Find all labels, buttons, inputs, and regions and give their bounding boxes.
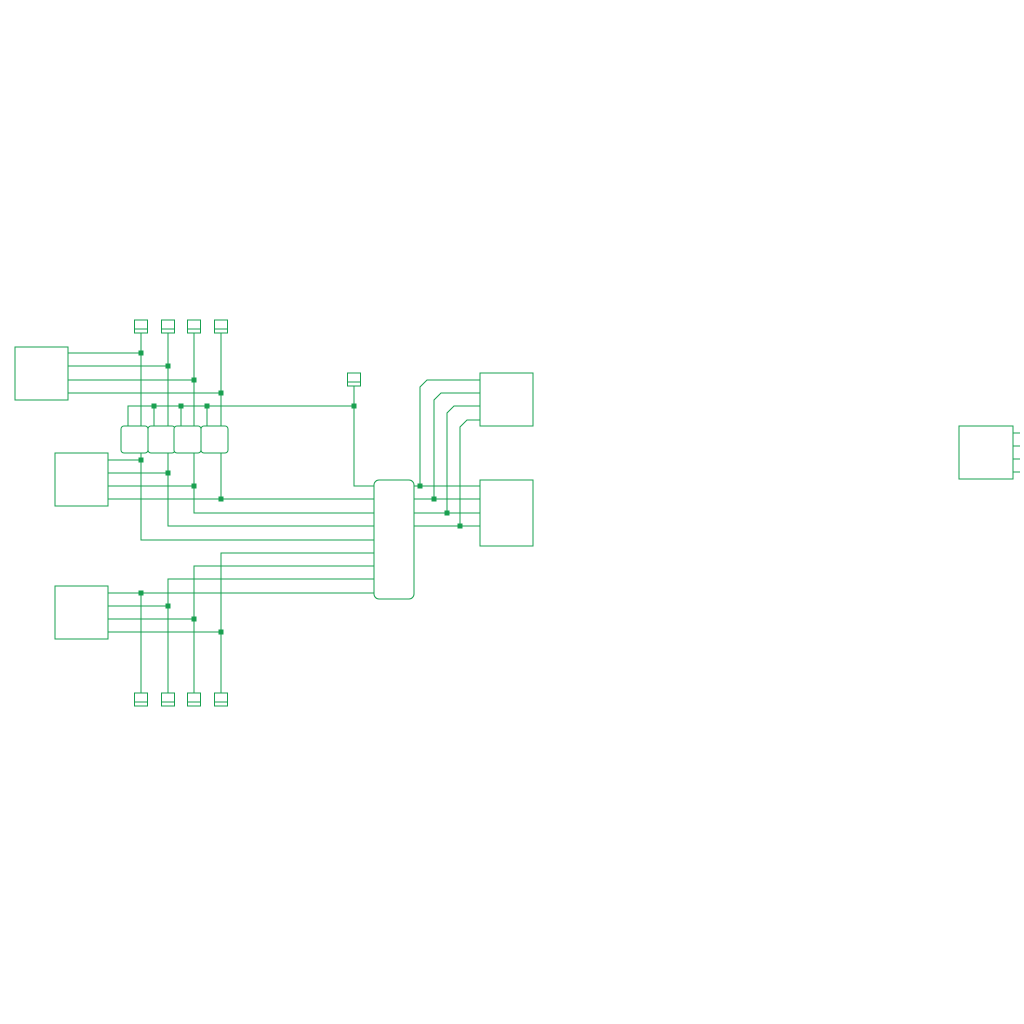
cell-4	[200, 425, 229, 454]
top-connector-1	[134, 319, 148, 334]
common-bus	[127, 405, 354, 426]
junction-dot	[191, 483, 197, 489]
bottom-bus	[140, 592, 374, 693]
bottom-connector-2	[161, 692, 175, 707]
top-connector-4	[214, 319, 228, 334]
top-connector-2	[161, 319, 175, 334]
junction-dot	[218, 496, 224, 502]
bottom-connector-4	[214, 692, 228, 707]
module-right-top	[479, 372, 534, 427]
hub-input	[193, 453, 374, 514]
junction-dot	[444, 510, 450, 516]
junction-dot	[218, 629, 224, 635]
cell-2	[147, 425, 176, 454]
bottom-bus	[167, 578, 374, 693]
feedback-wire	[446, 405, 480, 513]
module-far-right	[958, 425, 1014, 480]
top-connector-3	[187, 319, 201, 334]
junction-dot	[457, 523, 463, 529]
module-3	[54, 585, 109, 640]
junction-dot	[218, 390, 224, 396]
mid-connector	[347, 372, 361, 387]
junction-dot	[151, 403, 157, 409]
bottom-bus	[193, 565, 374, 693]
module-right-bottom	[479, 479, 534, 547]
junction-dot	[165, 470, 171, 476]
junction-dot	[178, 403, 184, 409]
feedback-wire	[419, 379, 480, 486]
cell-1	[120, 425, 149, 454]
junction-dot	[138, 590, 144, 596]
hub-input	[140, 453, 374, 541]
junction-dot	[191, 616, 197, 622]
feedback-wire	[459, 419, 480, 526]
hub-module	[373, 479, 415, 600]
module-1	[14, 346, 69, 401]
cell-3	[173, 425, 202, 454]
common-bus-drop	[353, 386, 374, 487]
hub-input	[167, 453, 374, 527]
junction-dot	[138, 350, 144, 356]
junction-dot	[351, 403, 357, 409]
junction-dot	[204, 403, 210, 409]
junction-dot	[191, 377, 197, 383]
bottom-bus	[220, 552, 374, 693]
bottom-connector-3	[187, 692, 201, 707]
junction-dot	[431, 496, 437, 502]
junction-dot	[165, 363, 171, 369]
bottom-connector-1	[134, 692, 148, 707]
junction-dot	[417, 483, 423, 489]
junction-dot	[138, 457, 144, 463]
junction-dot	[165, 603, 171, 609]
feedback-wire	[433, 392, 480, 499]
module-2	[54, 452, 109, 507]
